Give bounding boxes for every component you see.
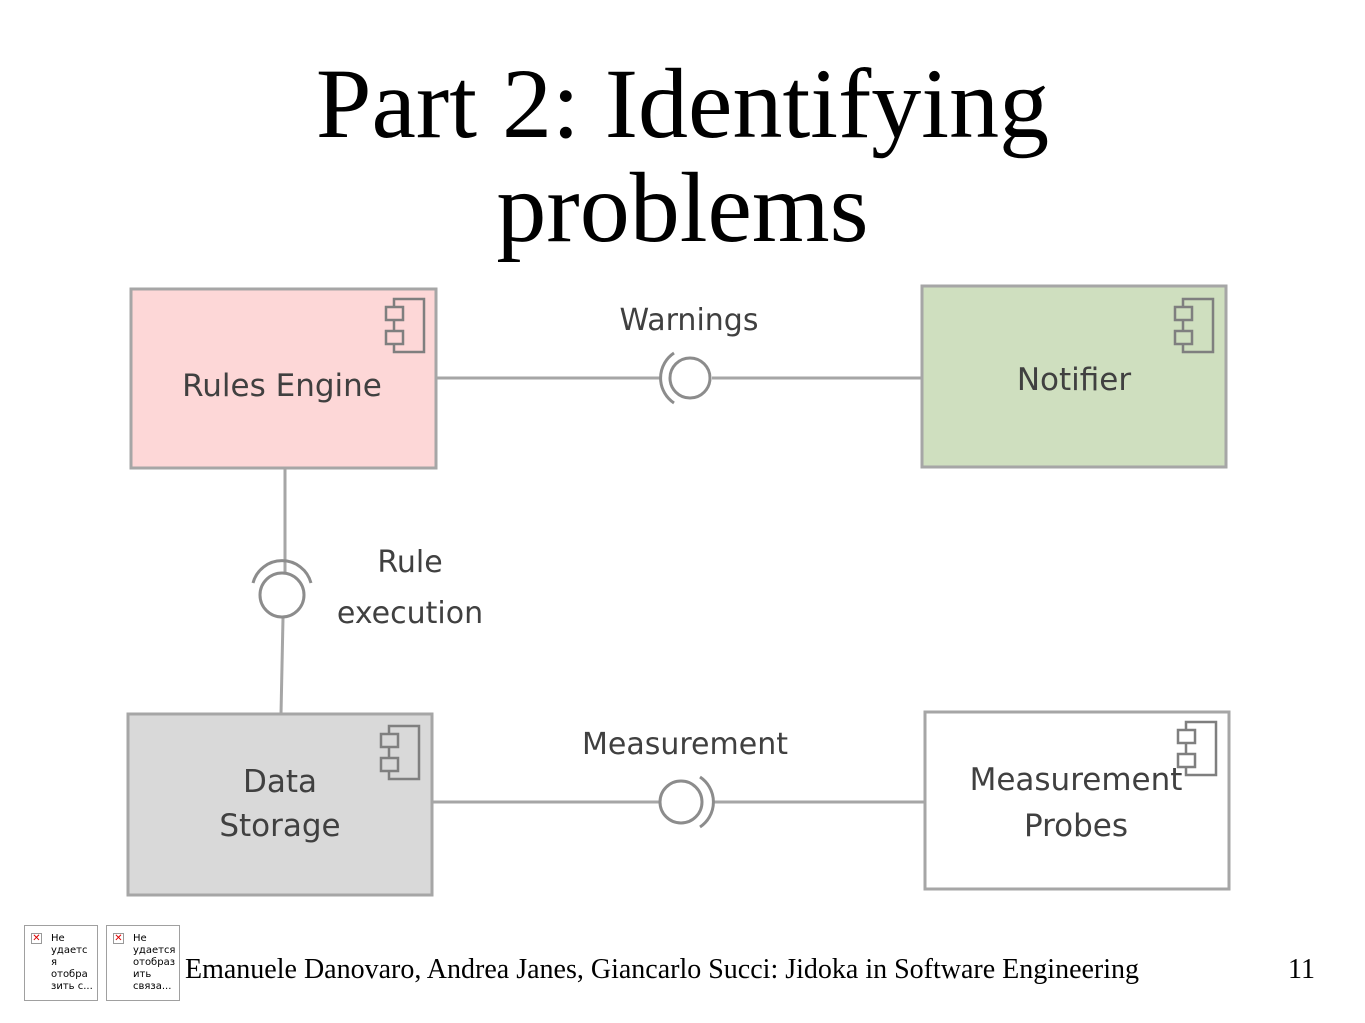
rules-engine-component: Rules Engine — [129, 287, 438, 470]
rule-exec-interface-ball — [258, 571, 306, 619]
rule-exec-interface-socket — [251, 559, 313, 584]
notifier-component: Notifier — [920, 284, 1228, 469]
page-number: 11 — [1288, 954, 1315, 985]
slide-footer: Emanuele Danovaro, Andrea Janes, Giancar… — [185, 954, 1140, 985]
broken-image-placeholder-1: ✕ Не удаетс я отобра зить с... — [24, 925, 98, 1001]
component-icon — [384, 297, 426, 354]
slide-title-line2: problems — [496, 152, 869, 263]
measurement-interface-ball — [658, 779, 704, 825]
broken-image-placeholder-2: ✕ Не удается отобраз ить связа... — [106, 925, 180, 1001]
broken-image-text: Не удаетс я отобра зить с... — [51, 933, 93, 992]
broken-image-icon: ✕ — [31, 933, 42, 944]
data-storage-label-line2: Storage — [219, 808, 340, 844]
warnings-interface-ball — [668, 356, 712, 400]
warnings-interface-socket — [659, 351, 675, 405]
broken-image-icon: ✕ — [113, 933, 124, 944]
rule-execution-label-line1: Rule — [377, 545, 442, 580]
broken-image-text: Не удается отобраз ить связа... — [133, 933, 176, 992]
data-storage-component: Data Storage — [126, 712, 434, 897]
warnings-interface-label: Warnings — [620, 303, 759, 338]
notifier-label: Notifier — [1017, 362, 1132, 398]
measurement-probes-component: Measurement Probes — [923, 710, 1231, 891]
rules-engine-label: Rules Engine — [182, 368, 382, 404]
rule-execution-label-line2: execution — [337, 596, 483, 631]
component-icon — [1173, 297, 1215, 354]
rule-exec-connector-bottom — [279, 617, 285, 715]
component-icon — [379, 724, 421, 781]
slide-title: Part 2: Identifying problems — [0, 52, 1365, 260]
measurement-interface-label: Measurement — [582, 727, 788, 762]
measurement-probes-label-line1: Measurement — [970, 762, 1183, 798]
component-icon — [1176, 720, 1218, 777]
data-storage-label-line1: Data — [243, 764, 317, 800]
measurement-interface-socket — [699, 775, 715, 829]
slide-title-line1: Part 2: Identifying — [315, 48, 1050, 159]
measurement-probes-label-line2: Probes — [1024, 808, 1128, 844]
